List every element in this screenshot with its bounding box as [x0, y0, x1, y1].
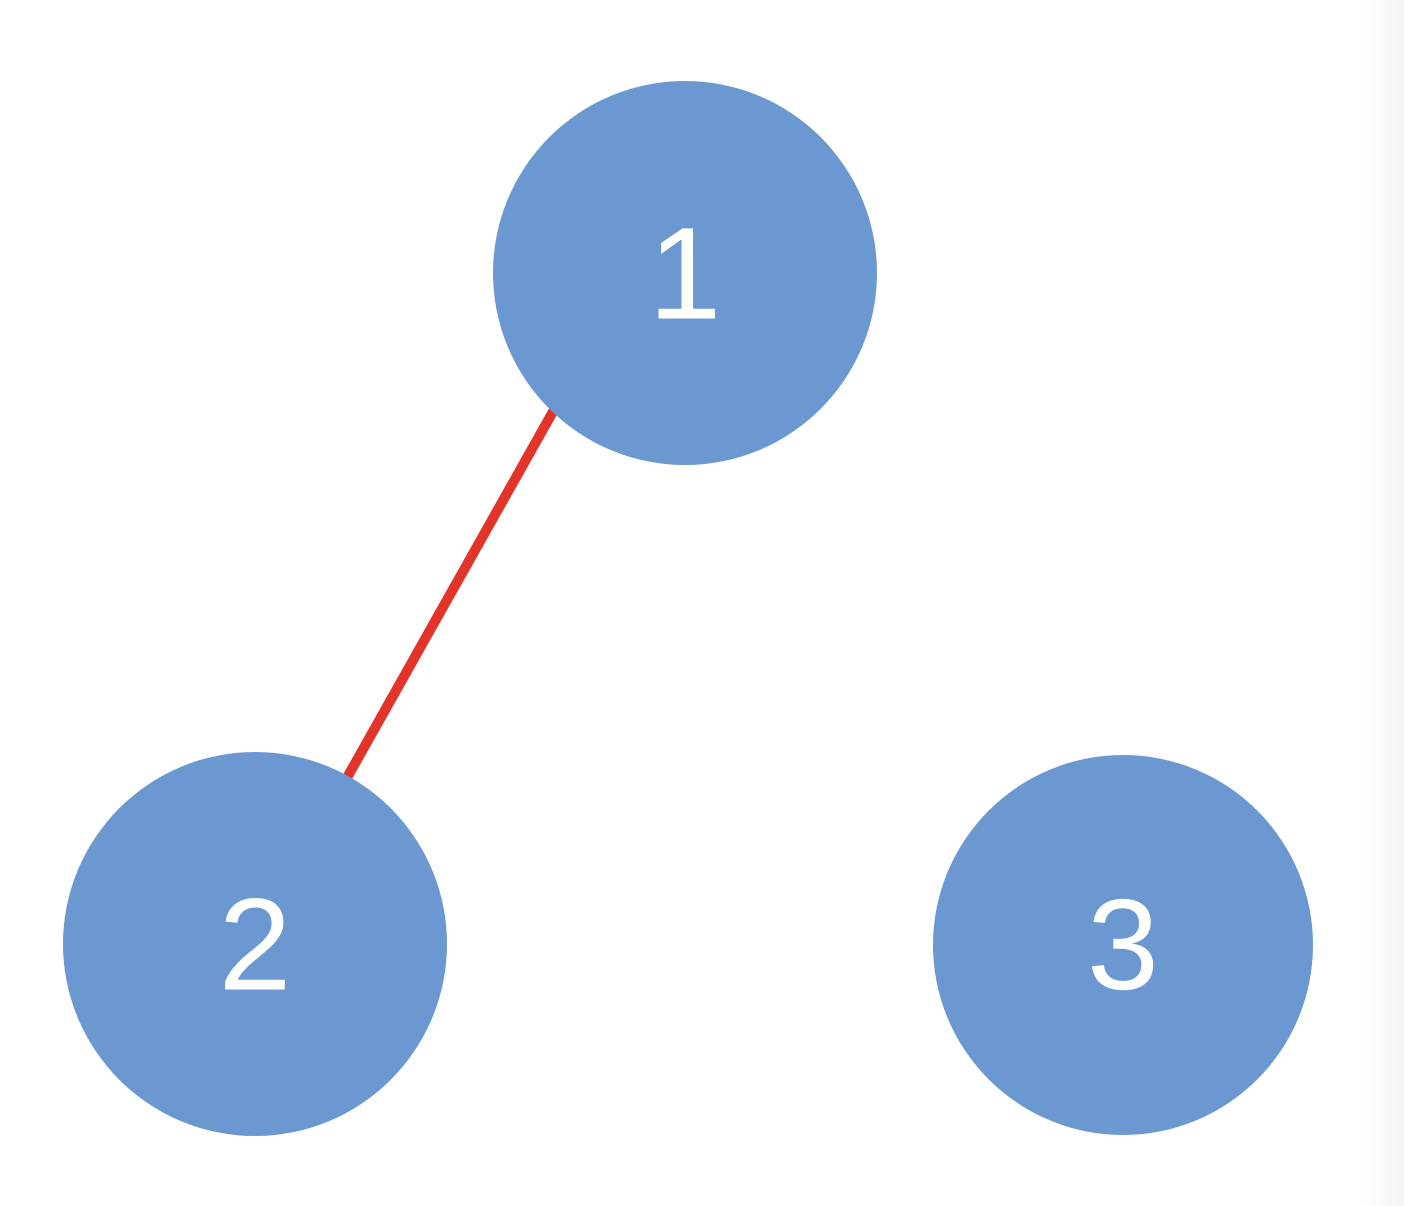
node-circle-2[interactable]	[63, 752, 447, 1136]
node-1[interactable]: 1	[493, 81, 877, 465]
node-circle-3[interactable]	[933, 755, 1313, 1135]
node-3[interactable]: 3	[933, 755, 1313, 1135]
node-2[interactable]: 2	[63, 752, 447, 1136]
edge-1-2[interactable]	[339, 405, 560, 786]
node-circle-1[interactable]	[493, 81, 877, 465]
